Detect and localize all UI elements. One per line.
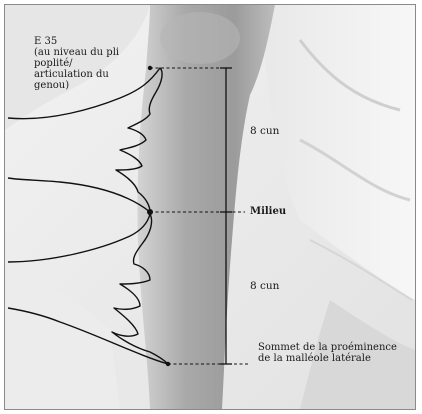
bottom-landmark-label: Sommet de la proéminence de la malléole … bbox=[258, 342, 398, 364]
lower-distance-label: 8 cun bbox=[250, 281, 279, 292]
midpoint-label: Milieu bbox=[250, 206, 286, 217]
point-location: (au niveau du pli poplité/ articulation … bbox=[34, 47, 134, 91]
point-title: E 35 bbox=[34, 36, 134, 47]
point-label: E 35 (au niveau du pli poplité/ articula… bbox=[34, 36, 134, 91]
upper-distance-label: 8 cun bbox=[250, 126, 279, 137]
